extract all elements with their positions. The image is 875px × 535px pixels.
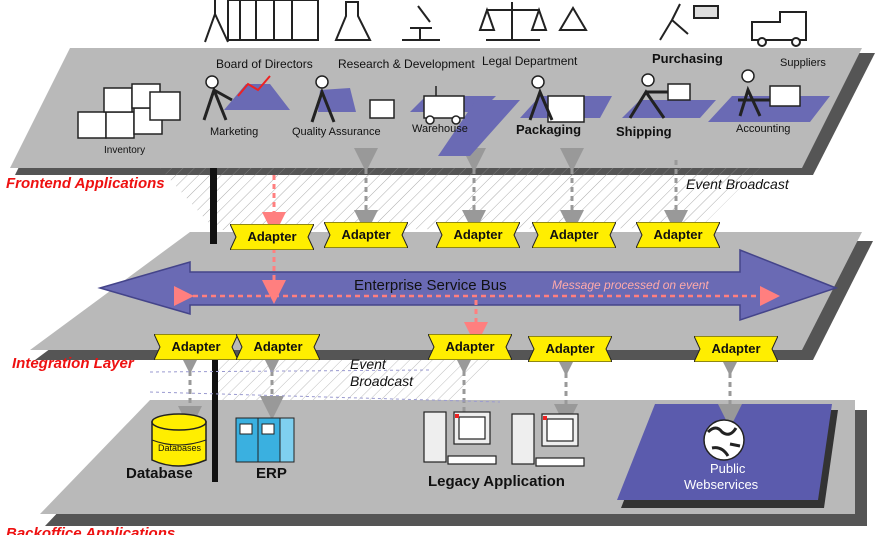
frontend-icons xyxy=(77,69,830,156)
microscope-icon xyxy=(402,5,440,41)
layer-label-frontend: Frontend Applications xyxy=(6,175,165,192)
adapter-shape xyxy=(436,222,520,248)
erp-server-icon xyxy=(235,417,295,463)
adapter-backoffice-3: Adapter xyxy=(428,334,512,360)
label-database: Database xyxy=(126,465,193,482)
label-purchasing: Purchasing xyxy=(652,51,723,66)
top-people-icons xyxy=(204,0,807,47)
adapter-frontend-3: Adapter xyxy=(436,222,520,248)
message-processed-label: Message processed on event xyxy=(552,278,709,292)
adapter-label: Adapter xyxy=(247,229,297,244)
marketing-icon xyxy=(202,75,290,121)
label-board-of-directors: Board of Directors xyxy=(216,57,313,71)
packaging-icon xyxy=(520,75,612,123)
adapter-label: Adapter xyxy=(171,339,221,354)
globe-icon xyxy=(703,419,745,461)
adapter-shape xyxy=(532,222,616,248)
scales-icon-2 xyxy=(558,6,588,31)
label-event-broadcast-bottom-line2: Broadcast xyxy=(350,373,414,389)
label-legacy-application: Legacy Application xyxy=(428,473,565,490)
adapter-frontend-1: Adapter xyxy=(230,224,314,250)
label-marketing: Marketing xyxy=(210,126,259,138)
label-erp: ERP xyxy=(256,465,287,482)
purchaser-icon xyxy=(659,3,689,41)
quality-icon xyxy=(310,75,395,123)
label-suppliers: Suppliers xyxy=(780,57,826,69)
event-arrows-top xyxy=(354,148,688,234)
cash-icon xyxy=(693,5,719,19)
adapter-label: Adapter xyxy=(653,227,703,242)
frontend-broadcast-hatch xyxy=(160,168,760,230)
support-pole xyxy=(210,168,217,244)
label-packaging: Packaging xyxy=(516,122,582,137)
label-legal-department: Legal Department xyxy=(482,54,578,68)
database-cylinder-icon xyxy=(151,413,207,467)
legacy-computers-icon xyxy=(423,411,585,467)
adapter-shape xyxy=(428,334,512,360)
label-public: Public xyxy=(710,461,746,476)
adapter-backoffice-4: Adapter xyxy=(528,336,612,362)
label-shipping: Shipping xyxy=(616,124,672,139)
label-inventory: Inventory xyxy=(104,145,146,156)
accounting-icon xyxy=(708,69,830,122)
adapter-shape xyxy=(236,334,320,360)
adapter-label: Adapter xyxy=(711,341,761,356)
director-person-icon xyxy=(204,0,229,43)
adapter-frontend-4: Adapter xyxy=(532,222,616,248)
adapter-backoffice-2: Adapter xyxy=(236,334,320,360)
adapter-label: Adapter xyxy=(545,341,595,356)
shipping-icon xyxy=(622,73,716,119)
layer-label-backoffice: Backoffice Applications xyxy=(6,525,176,535)
label-accounting: Accounting xyxy=(736,123,791,135)
support-pole-lower xyxy=(212,352,218,482)
label-webservices: Webservices xyxy=(684,477,759,492)
adapter-shape xyxy=(636,222,720,248)
adapter-label: Adapter xyxy=(445,339,495,354)
adapter-shape xyxy=(694,336,778,362)
adapter-shape xyxy=(324,222,408,248)
adapter-shape xyxy=(230,224,314,250)
researcher-flask-icon xyxy=(334,1,372,41)
scales-icon xyxy=(478,2,548,41)
label-event-broadcast-bottom-line1: Event xyxy=(350,356,386,372)
adapter-shape xyxy=(528,336,612,362)
label-event-broadcast-top: Event Broadcast xyxy=(686,176,789,192)
label-quality-assurance: Quality Assurance xyxy=(292,126,381,138)
adapter-shape xyxy=(154,334,238,360)
label-warehouse: Warehouse xyxy=(412,123,468,135)
adapter-label: Adapter xyxy=(253,339,303,354)
service-bus-label: Enterprise Service Bus xyxy=(354,277,507,294)
label-databases-icon: Databases xyxy=(158,443,202,453)
adapter-backoffice-1: Adapter xyxy=(154,334,238,360)
warehouse-forklift-icon xyxy=(410,86,520,156)
adapter-label: Adapter xyxy=(453,227,503,242)
inventory-boxes-icon xyxy=(77,83,181,139)
layer-label-integration: Integration Layer xyxy=(12,355,134,372)
adapter-label: Adapter xyxy=(549,227,599,242)
truck-icon xyxy=(751,11,807,41)
broadcast-fan-lines xyxy=(149,369,501,403)
adapter-frontend-2: Adapter xyxy=(324,222,408,248)
label-research-development: Research & Development xyxy=(338,57,475,71)
adapter-label: Adapter xyxy=(341,227,391,242)
adapter-backoffice-5: Adapter xyxy=(694,336,778,362)
event-arrows-bottom xyxy=(178,350,742,430)
adapter-frontend-5: Adapter xyxy=(636,222,720,248)
